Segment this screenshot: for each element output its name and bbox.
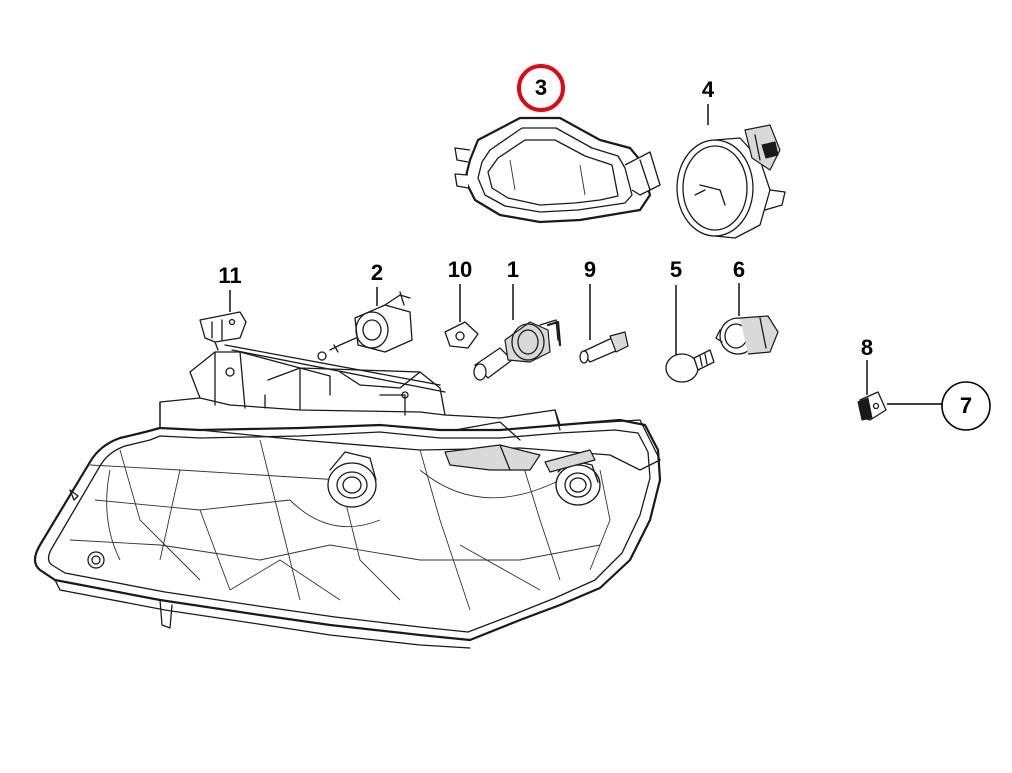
part-5-bulb xyxy=(665,349,715,383)
part-1-bulb xyxy=(473,319,562,381)
part-4-cap xyxy=(676,124,786,239)
callout-10[interactable]: 10 xyxy=(447,257,473,282)
part-8-clip xyxy=(857,391,887,421)
part-9-wedge-bulb xyxy=(579,331,629,364)
callout-11[interactable]: 11 xyxy=(218,263,242,288)
highlight-ring-part-3 xyxy=(517,64,565,112)
part-10-holder xyxy=(444,321,479,349)
callout-9[interactable]: 9 xyxy=(583,257,597,282)
leader-lines xyxy=(229,104,942,405)
part-6-socket xyxy=(715,315,779,355)
callout-2[interactable]: 2 xyxy=(370,260,384,285)
callout-5[interactable]: 5 xyxy=(669,257,683,282)
callout-1[interactable]: 1 xyxy=(506,257,520,282)
part-2-motor xyxy=(317,291,413,361)
callout-3[interactable]: 3 xyxy=(534,75,548,100)
callout-6[interactable]: 6 xyxy=(732,257,746,282)
callout-circle-part-7 xyxy=(941,381,991,431)
callout-4[interactable]: 4 xyxy=(701,77,715,102)
headlight-housing xyxy=(33,344,662,649)
part-3-gasket xyxy=(454,116,661,224)
callout-8[interactable]: 8 xyxy=(860,335,874,360)
callout-7[interactable]: 7 xyxy=(959,393,973,418)
part-11-bracket xyxy=(199,311,247,351)
